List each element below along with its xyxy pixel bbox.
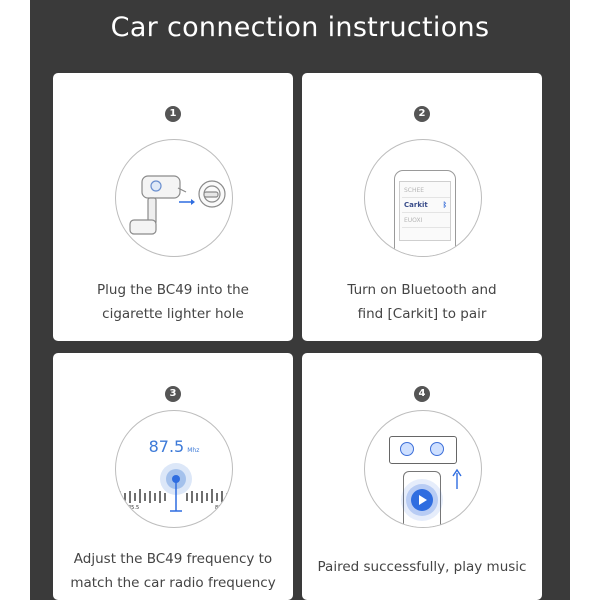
step-number-1: 1 bbox=[165, 106, 181, 122]
speaker-icon bbox=[400, 442, 414, 456]
caption-line: cigarette lighter hole bbox=[102, 306, 244, 322]
music-playback-illustration bbox=[364, 410, 482, 528]
device-list-item: SCHEE bbox=[402, 184, 450, 198]
car-charger-illustration bbox=[115, 139, 233, 257]
step-number-2: 2 bbox=[414, 106, 430, 122]
phone-screen: SCHEE Carkit ᛒ EUOXI bbox=[399, 181, 451, 241]
phone-icon: SCHEE Carkit ᛒ EUOXI bbox=[394, 170, 456, 256]
device-list-item: EUOXI bbox=[402, 214, 450, 228]
bluetooth-pairing-illustration: SCHEE Carkit ᛒ EUOXI bbox=[364, 139, 482, 257]
scale-label-left: 85.5 bbox=[128, 505, 140, 511]
car-stereo-icon bbox=[389, 436, 457, 464]
tuner-scale-icon bbox=[119, 463, 228, 512]
frequency-value: 87.5 bbox=[148, 437, 185, 456]
step-caption-1: Plug the BC49 into the cigarette lighter… bbox=[61, 278, 285, 326]
scale-label-right: 88.5 bbox=[215, 505, 227, 511]
caption-line: find [Carkit] to pair bbox=[357, 306, 487, 322]
page-title: Car connection instructions bbox=[110, 12, 490, 43]
step-caption-4: Paired successfully, play music bbox=[310, 555, 534, 579]
car-charger-icon bbox=[129, 175, 226, 235]
signal-arrow-icon bbox=[452, 468, 462, 489]
step-number-3: 3 bbox=[165, 386, 181, 402]
caption-line: match the car radio frequency bbox=[70, 575, 276, 591]
step-card-2: 2 SCHEE Carkit ᛒ EUOXI Turn on Bluetooth… bbox=[302, 73, 542, 341]
speaker-icon bbox=[430, 442, 444, 456]
step-number-4: 4 bbox=[414, 386, 430, 402]
caption-line: Adjust the BC49 frequency to bbox=[73, 551, 273, 567]
device-name: Carkit bbox=[404, 201, 428, 209]
step-caption-3: Adjust the BC49 frequency to match the c… bbox=[61, 547, 285, 595]
caption-line: Paired successfully, play music bbox=[317, 559, 527, 575]
caption-line: Plug the BC49 into the bbox=[97, 282, 249, 298]
caption-line: Turn on Bluetooth and bbox=[347, 282, 497, 298]
frequency-unit: Mhz bbox=[187, 447, 200, 454]
step-caption-2: Turn on Bluetooth and find [Carkit] to p… bbox=[310, 278, 534, 326]
device-list-item-carkit: Carkit ᛒ bbox=[402, 199, 450, 213]
phone-icon bbox=[403, 471, 441, 527]
play-icon bbox=[411, 489, 433, 511]
step-card-4: 4 Paired successfully, play music bbox=[302, 353, 542, 600]
step-card-1: 1 Plug the BC49 into the cigarette light… bbox=[53, 73, 293, 341]
bluetooth-icon: ᛒ bbox=[442, 201, 447, 209]
